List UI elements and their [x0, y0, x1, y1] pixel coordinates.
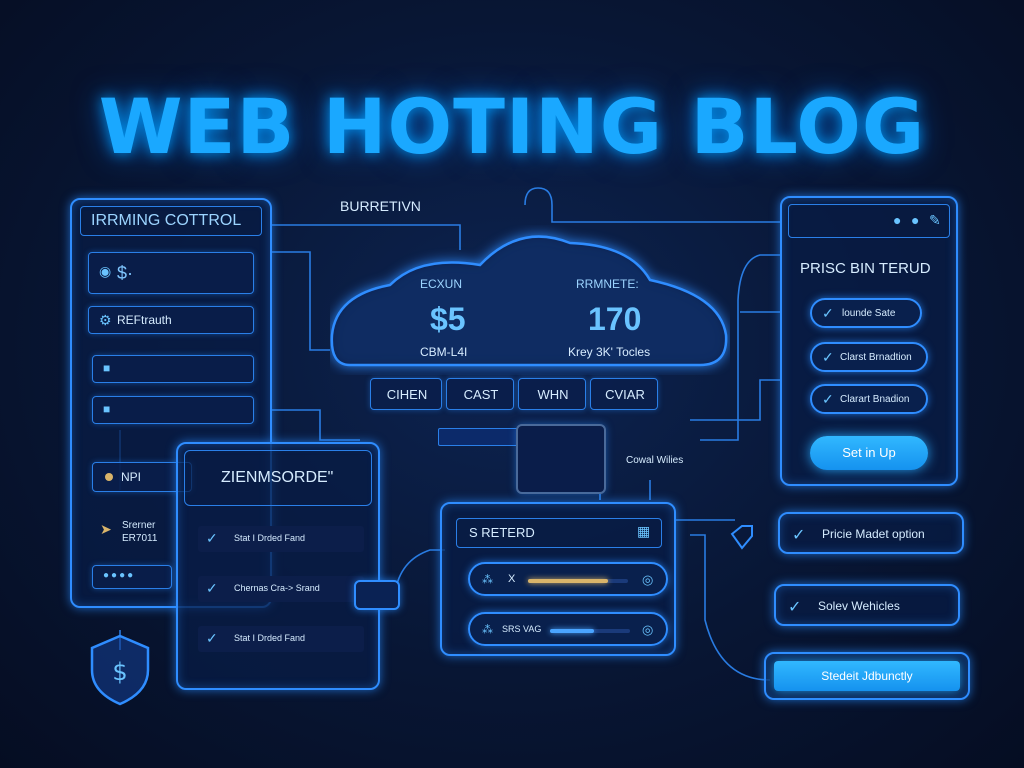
drop-icon: ● [911, 212, 920, 228]
tab-cast[interactable]: CAST [446, 378, 514, 410]
feature-item-3[interactable]: ✓ Stat I Drded Fand [198, 626, 364, 652]
plan-left-price: $5 [430, 301, 466, 337]
control-row-label: NPI [121, 470, 142, 484]
control-row-4[interactable]: ■ [92, 396, 254, 424]
dot-icon [105, 473, 113, 481]
plan-right-price: 170 [588, 301, 642, 337]
tab-label: WHN [537, 387, 569, 402]
gear-icon: ⚙ [99, 312, 112, 328]
control-panel: IRRMING COTTROL ◉ $· ⚙ REFtrauth ■ ■ NPI… [70, 198, 272, 608]
feature-panel: ZIENMSORDE" ✓ Stat I Drded Fand ✓ Cherna… [176, 442, 380, 690]
plan-panel-header: ● ● ✎ [788, 204, 950, 238]
burretivn-label: BURRETIVN [340, 198, 421, 214]
solev-option-label: Solev Wehicles [818, 599, 900, 613]
solev-option[interactable]: ✓ Solev Wehicles [774, 584, 960, 626]
tab-cviar[interactable]: CVIAR [590, 378, 658, 410]
drop-icon: ● [893, 212, 902, 228]
check-circle-icon: ✓ [206, 530, 218, 546]
slider-fill [528, 579, 608, 583]
dots-icon: ●●●● [103, 570, 136, 581]
laptop-icon [438, 428, 528, 446]
control-row-6[interactable]: ➤ Srerner ER7011 [92, 515, 202, 555]
grid-icon: ▦ [637, 523, 651, 539]
pricing-cloud: ECXUN $5 CBM-L4I RRMNETE: 170 Krey 3K' T… [330, 225, 730, 375]
option-label: Clarart Bnadion [840, 394, 910, 405]
control-row-5[interactable]: NPI [92, 462, 192, 492]
tab-whn[interactable]: WHN [518, 378, 586, 410]
price-option-label: Pricie Madet option [822, 527, 925, 541]
check-icon: ✓ [822, 305, 834, 321]
plan-option-1[interactable]: ✓ lounde Sate [810, 298, 922, 328]
tab-cihen[interactable]: CIHEN [370, 378, 442, 410]
slider-label: SRS VAG [502, 624, 542, 634]
connector-node [354, 580, 400, 610]
plan-left-caption: ECXUN [420, 277, 463, 291]
retend-panel-header: S RETERD ▦ [456, 518, 662, 548]
student-button-label: Stedeit Jdbunctly [821, 669, 913, 683]
control-row-1[interactable]: ◉ $· [88, 252, 254, 294]
check-icon: ✓ [788, 599, 802, 616]
option-label: Clarst Brnadtion [840, 352, 912, 363]
check-circle-icon: ✓ [206, 580, 218, 596]
page-title: WEB HOTING BLOG [98, 82, 926, 171]
setup-button[interactable]: Set in Up [810, 436, 928, 470]
tab-label: CIHEN [386, 387, 428, 402]
slider-2[interactable]: ⁂ SRS VAG ◎ [468, 612, 668, 646]
tablet-icon [516, 424, 606, 494]
shield-dollar-icon: $ [86, 632, 154, 708]
plan-option-3[interactable]: ✓ Clarart Bnadion [810, 384, 928, 414]
svg-text:$: $ [112, 658, 127, 686]
control-row-2[interactable]: ⚙ REFtrauth [88, 306, 254, 334]
plan-left-sub: CBM-L4I [420, 345, 468, 359]
slider-label: X [508, 573, 516, 585]
slider-track[interactable] [528, 579, 628, 583]
check-icon: ✓ [792, 527, 806, 544]
control-panel-title: IRRMING COTTROL [91, 212, 242, 229]
setup-button-label: Set in Up [842, 445, 896, 460]
tag-icon [728, 522, 756, 552]
tool-icon: ✎ [929, 212, 941, 228]
plan-right-sub: Krey 3K' Tocles [568, 345, 651, 359]
tab-label: CVIAR [605, 387, 645, 402]
student-button[interactable]: Stedeit Jdbunctly [774, 661, 960, 691]
feature-item-1[interactable]: ✓ Stat I Drded Fand [198, 526, 364, 552]
control-row-7[interactable]: ●●●● [92, 565, 172, 589]
plan-panel: ● ● ✎ PRISC BIN TERUD ✓ lounde Sate ✓ Cl… [780, 196, 958, 486]
control-row-label: REFtrauth [117, 313, 172, 327]
control-row-3[interactable]: ■ [92, 355, 254, 383]
feature-item-label: Stat I Drded Fand [234, 633, 306, 643]
toggle-icon: ■ [103, 402, 111, 416]
control-row-label: $· [117, 263, 134, 283]
price-option[interactable]: ✓ Pricie Madet option [778, 512, 964, 554]
control-row-label: Srerner ER7011 [122, 520, 158, 544]
check-icon: ✓ [822, 391, 834, 407]
check-icon: ✓ [822, 349, 834, 365]
plan-option-2[interactable]: ✓ Clarst Brnadtion [810, 342, 928, 372]
feature-item-label: Chernas Cra-> Srand [234, 583, 320, 593]
student-button-frame: Stedeit Jdbunctly [764, 652, 970, 700]
feature-panel-header: ZIENMSORDE" [184, 450, 372, 506]
arrow-icon: ➤ [100, 521, 112, 537]
retend-panel: S RETERD ▦ ⁂ X ◎ ⁂ SRS VAG ◎ [440, 502, 676, 656]
tab-label: CAST [463, 387, 499, 402]
slider-icon: ⁂ [482, 624, 493, 636]
retend-panel-title: S RETERD [469, 525, 535, 540]
feature-item-2[interactable]: ✓ Chernas Cra-> Srand [198, 576, 364, 602]
feature-panel-title: ZIENMSORDE" [221, 469, 334, 486]
slider-1[interactable]: ⁂ X ◎ [468, 562, 668, 596]
control-panel-header: IRRMING COTTROL [80, 206, 262, 236]
option-label: lounde Sate [842, 308, 896, 319]
plan-right-caption: RRMNETE: [576, 277, 639, 291]
slider-fill [550, 629, 594, 633]
feature-item-label: Stat I Drded Fand [234, 533, 306, 543]
device-caption: Cowal Wilies [626, 455, 684, 466]
check-circle-icon: ✓ [206, 630, 218, 646]
slider-track[interactable] [550, 629, 630, 633]
coin-icon: ◎ [642, 622, 654, 637]
gear-icon: ◉ [99, 263, 112, 279]
slider-icon: ⁂ [482, 574, 493, 586]
coin-icon: ◎ [642, 572, 654, 587]
plan-panel-subtitle: PRISC BIN TERUD [800, 260, 931, 277]
toggle-icon: ■ [103, 361, 111, 375]
